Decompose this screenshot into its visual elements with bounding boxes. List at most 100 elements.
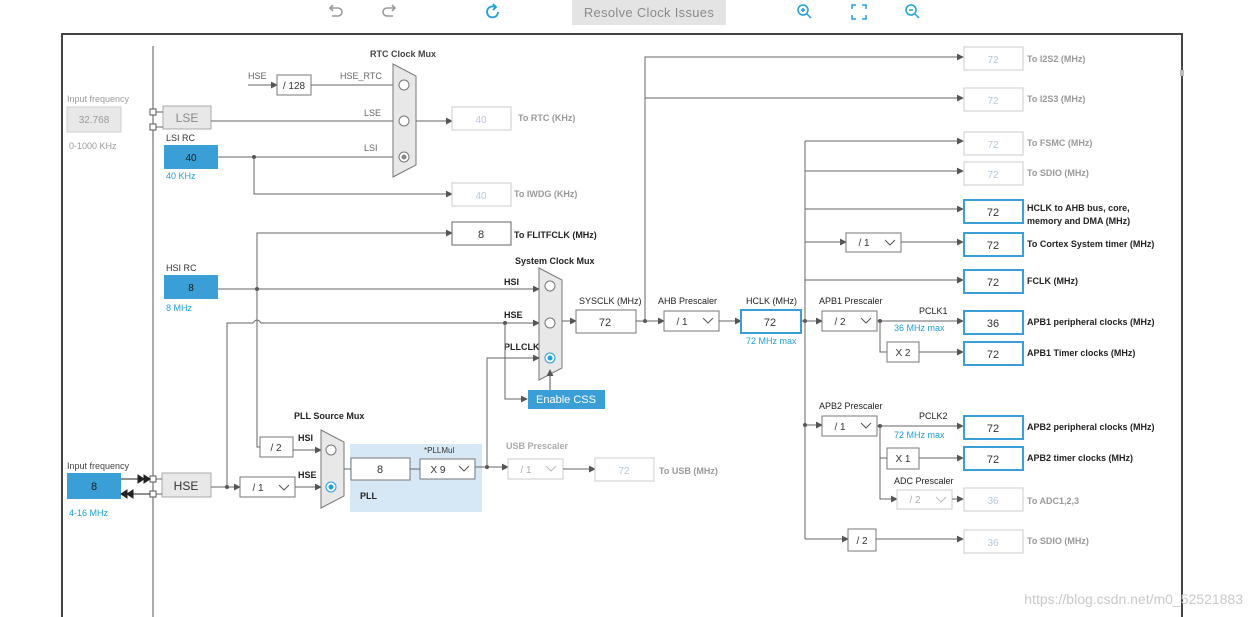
output-apb2-peripheral: 72 APB2 peripheral clocks (MHz) (963, 415, 1155, 440)
lsi-title: LSI RC (166, 133, 196, 143)
pllmul-value: X 9 (430, 465, 445, 476)
chevron-down-icon (935, 496, 947, 503)
hse-source[interactable] (161, 472, 212, 498)
scrollbar-thumb[interactable] (1180, 70, 1184, 76)
lse-input-field[interactable] (66, 106, 122, 133)
pclk1-label: PCLK1 (919, 306, 948, 316)
iwdg-output-label: To IWDG (KHz) (514, 189, 577, 199)
apb2-prescaler-select[interactable] (821, 415, 878, 437)
undo-icon[interactable] (326, 2, 346, 22)
flitfclk-value: 8 (478, 229, 484, 241)
hsi-unit: 8 MHz (166, 303, 193, 313)
hclk-ahb-label-2: memory and DMA (MHz) (1027, 216, 1130, 226)
apb2-prescaler-title: APB2 Prescaler (819, 401, 883, 411)
hclk-ahb-value: 72 (987, 207, 999, 219)
hse-pin-bottom (149, 490, 157, 498)
fclk-label: FCLK (MHz) (1027, 276, 1078, 286)
output-adc: 36 To ADC1,2,3 (963, 487, 1079, 512)
apb2-max: 72 MHz max (894, 430, 945, 440)
cortex-div-select[interactable] (845, 232, 902, 253)
apb2-timer-value: 72 (987, 454, 999, 466)
pclk2-label: PCLK2 (919, 411, 948, 421)
sysmux-radio-hse[interactable] (544, 317, 556, 329)
cortex-label: To Cortex System timer (MHz) (1027, 239, 1154, 249)
enable-css-button[interactable] (528, 390, 605, 409)
pll-source-mux-title: PLL Source Mux (294, 411, 364, 421)
hsi-source[interactable] (164, 275, 218, 299)
rtc-mux-radio-hse[interactable] (398, 79, 410, 91)
fsmc-value: 72 (987, 140, 999, 151)
i2s2-value: 72 (987, 55, 999, 66)
pll-mux-radio-hsi[interactable] (325, 444, 337, 456)
iwdg-output-box (451, 182, 512, 207)
resolve-clock-issues-button[interactable]: Resolve Clock Issues (572, 0, 726, 25)
cortex-value: 72 (987, 240, 999, 252)
watermark: https://blog.csdn.net/m0_52521883 (1024, 591, 1243, 607)
i2s3-label: To I2S3 (MHz) (1027, 94, 1085, 104)
apb1-prescaler-select[interactable] (821, 310, 878, 332)
apb2-timer-label: APB2 timer clocks (MHz) (1027, 453, 1133, 463)
chevron-down-icon (702, 317, 714, 324)
pllmul-label: *PLLMul (424, 446, 454, 455)
usb-output-box (594, 457, 655, 482)
rtc-mux-radio-lse[interactable] (398, 115, 410, 127)
apb1-max: 36 MHz max (894, 323, 945, 333)
lse-pin-bottom (149, 123, 157, 131)
hse-in-arrows (121, 474, 151, 484)
enable-css-label: Enable CSS (536, 394, 596, 406)
output-fsmc: 72 To FSMC (MHz) (963, 131, 1092, 156)
pllmul-select[interactable] (419, 458, 476, 480)
apb2-timer-mul: X 1 (895, 454, 910, 465)
pll-mux-hse-label: HSE (298, 470, 317, 480)
apb1-prescaler-title: APB1 Prescaler (819, 296, 883, 306)
fsmc-label: To FSMC (MHz) (1027, 138, 1092, 148)
hse-input-title: Input frequency (67, 461, 130, 471)
rtc-hse-label: HSE (248, 71, 267, 81)
iwdg-output-value: 40 (475, 191, 487, 202)
hclk-value: 72 (764, 317, 776, 329)
i2s3-value: 72 (987, 96, 999, 107)
chevron-down-icon (884, 239, 896, 246)
pll-title: PLL (360, 491, 378, 501)
hse-input-field[interactable] (67, 473, 121, 499)
sysmux-radio-hsi[interactable] (544, 280, 556, 292)
sysmux-hse-label: HSE (504, 310, 523, 320)
toolbar: Resolve Clock Issues (0, 0, 1253, 26)
lse-input-title: Input frequency (67, 94, 130, 104)
rtc-div128-label: / 128 (283, 81, 306, 92)
lse-pin-top (149, 108, 157, 116)
apb1-periph-value: 36 (987, 318, 999, 330)
chevron-down-icon (545, 465, 557, 472)
hse-prediv-value: / 1 (252, 483, 264, 494)
usb-prescaler-select[interactable] (507, 458, 564, 480)
ahb-prescaler-select[interactable] (663, 310, 720, 332)
rtc-output-box (451, 106, 512, 131)
sysmux-title: System Clock Mux (515, 256, 595, 266)
hse-label: HSE (174, 479, 199, 493)
lse-source[interactable] (162, 105, 212, 130)
lse-input-value: 32.768 (79, 115, 110, 126)
hclk-label: HCLK (MHz) (746, 296, 797, 306)
zoom-out-icon[interactable] (903, 2, 923, 22)
hclk-ahb-label-1: HCLK to AHB bus, core, (1027, 203, 1130, 213)
output-sdio-2: 36 To SDIO (MHz) (963, 529, 1089, 554)
refresh-icon[interactable] (483, 2, 503, 22)
lsi-value: 40 (185, 153, 197, 164)
usb-output-label: To USB (MHz) (659, 466, 718, 476)
redo-icon[interactable] (379, 2, 399, 22)
lsi-source[interactable] (164, 145, 218, 169)
hse-range: 4-16 MHz (69, 508, 109, 518)
output-hclk-ahb: 72 HCLK to AHB bus, core, memory and DMA… (963, 199, 1130, 226)
i2s2-label: To I2S2 (MHz) (1027, 54, 1085, 64)
zoom-in-icon[interactable] (795, 2, 815, 22)
usb-output-value: 72 (618, 466, 630, 477)
apb1-timer-value: 72 (987, 349, 999, 361)
sdio1-label: To SDIO (MHz) (1027, 168, 1089, 178)
fit-screen-icon[interactable] (849, 2, 869, 22)
rtc-lsi-label: LSI (364, 143, 378, 153)
pll-source-mux[interactable] (320, 429, 345, 509)
sysmux-hsi-label: HSI (504, 277, 519, 287)
flitfclk-output-box (451, 221, 512, 246)
output-cortex: 72 To Cortex System timer (MHz) (963, 232, 1154, 257)
output-sdio-1: 72 To SDIO (MHz) (963, 161, 1089, 186)
